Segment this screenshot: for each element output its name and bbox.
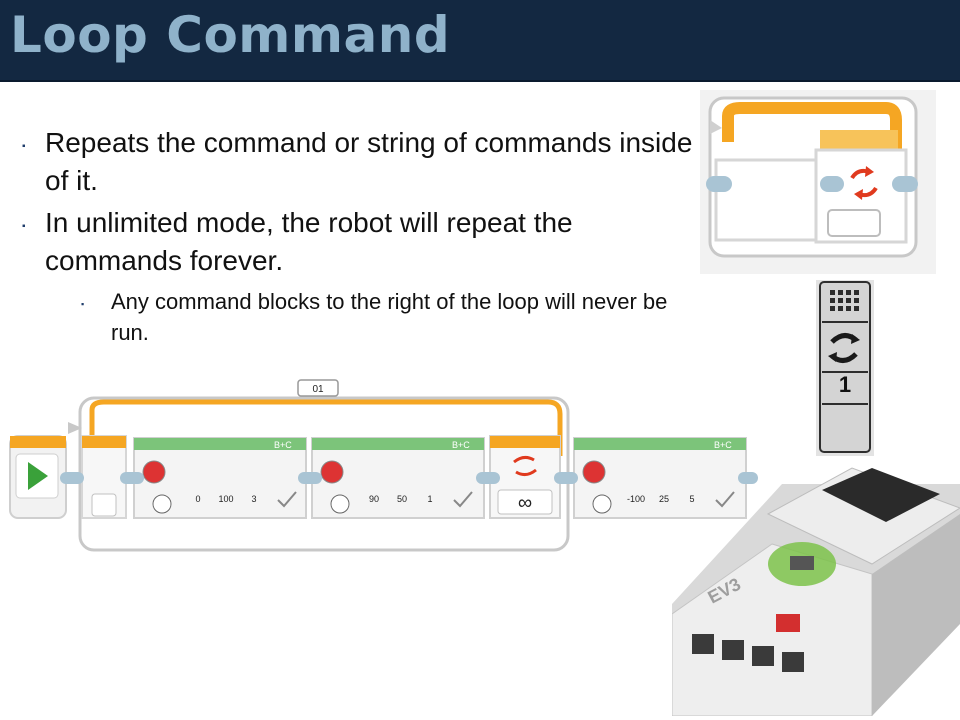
block-value: 3 (251, 494, 256, 504)
check-icon (715, 491, 735, 508)
bullet-marker: ▪ (81, 299, 85, 309)
block-ports: B+C (452, 440, 470, 450)
block-value: 100 (218, 494, 233, 504)
block-ports: B+C (714, 440, 732, 450)
block-value: 1 (427, 494, 432, 504)
loop-mode-count-icon: 1 (816, 280, 874, 456)
ev3-program: 01 B+C 0 100 3 B+C 90 50 1 (9, 379, 758, 552)
sub-bullet-text: Any command blocks to the right of the l… (111, 289, 668, 345)
move-steering-block[interactable]: B+C -100 25 5 (573, 437, 747, 519)
check-icon (453, 491, 473, 508)
bullet-marker: ▪ (22, 221, 26, 232)
loop-orange-bar (89, 399, 563, 456)
loop-arrows-icon (513, 455, 535, 464)
mode-icon (592, 494, 612, 514)
loop-arrows-icon (850, 166, 878, 200)
block-value: 25 (659, 494, 669, 504)
block-value: 0 (195, 494, 200, 504)
loop-end-block[interactable]: ∞ (489, 435, 561, 519)
mode-icon (152, 494, 172, 514)
screen-icon (822, 468, 940, 522)
block-value: 50 (397, 494, 407, 504)
loop-mode-infinity: ∞ (518, 492, 532, 514)
ev3-brick-image: EV3 (672, 467, 960, 716)
sub-bullet-item: ▪ Any command blocks to the right of the… (81, 286, 698, 348)
title-bar: Loop Command (0, 0, 960, 82)
block-value: 90 (369, 494, 379, 504)
check-icon (277, 491, 297, 508)
bullet-text: In unlimited mode, the robot will repeat… (45, 207, 573, 276)
bullet-marker: ▪ (22, 141, 26, 152)
move-steering-block[interactable]: B+C 90 50 1 (311, 437, 485, 519)
move-steering-block[interactable]: B+C 0 100 3 (133, 437, 307, 519)
loop-block-icon (700, 90, 936, 274)
block-value: 5 (689, 494, 694, 504)
block-ports: B+C (274, 440, 292, 450)
mode-icon (330, 494, 350, 514)
bullet-text: Repeats the command or string of command… (45, 127, 693, 196)
start-block[interactable] (9, 435, 67, 519)
block-value: -100 (627, 494, 645, 504)
loop-name-box[interactable] (297, 379, 339, 397)
bullet-list: ▪ Repeats the command or string of comma… (18, 124, 698, 348)
bullet-item: ▪ In unlimited mode, the robot will repe… (18, 204, 698, 280)
lego-logo (776, 614, 800, 632)
play-icon (28, 462, 48, 490)
bullet-item: ▪ Repeats the command or string of comma… (18, 124, 698, 200)
slide-title: Loop Command (10, 6, 451, 64)
loop-count-value: 1 (839, 372, 851, 397)
loop-name: 01 (312, 384, 324, 395)
